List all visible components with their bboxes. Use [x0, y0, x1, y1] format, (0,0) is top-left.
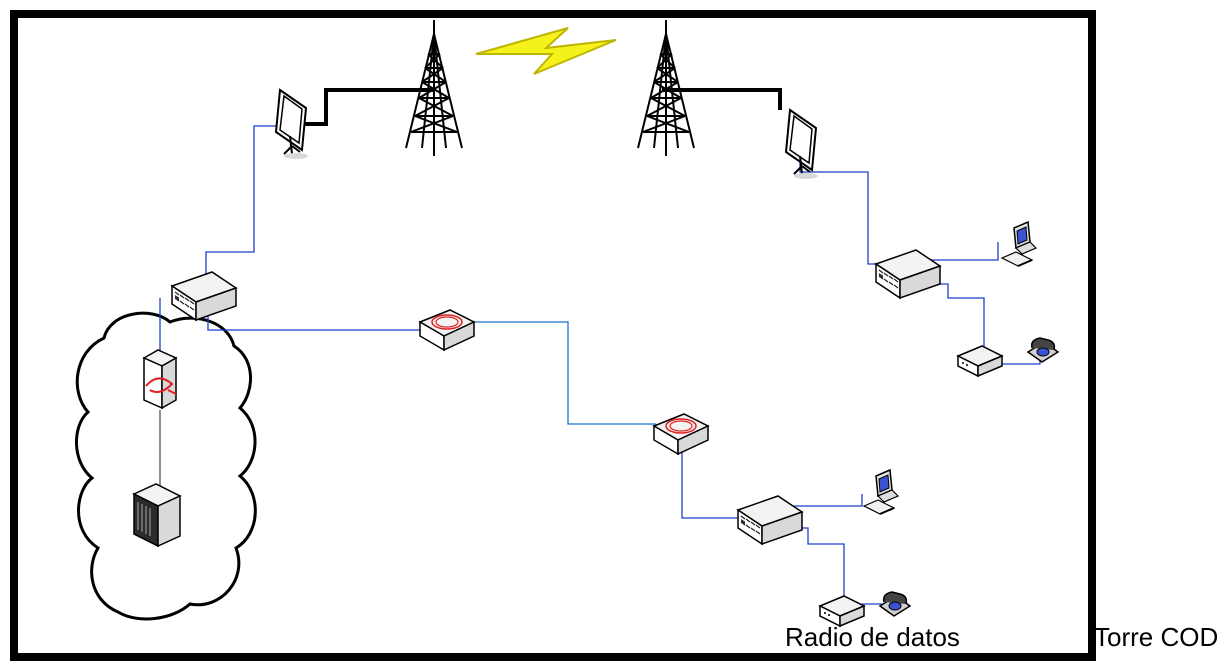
- cloud-icon: [75, 311, 257, 621]
- telephone-icon: [1027, 337, 1059, 363]
- backbone-link: [468, 321, 656, 425]
- router-icon: [419, 309, 475, 351]
- server-icon: [142, 349, 178, 410]
- mainframe-icon: [132, 483, 182, 548]
- radio-de-datos-label: Radio de datos: [785, 622, 960, 652]
- network-links: [159, 125, 1041, 605]
- network-hub-icon: [171, 271, 237, 321]
- computer-icon: [863, 469, 899, 515]
- antenna-feeder-left: [300, 88, 434, 126]
- telephone-icon: [879, 591, 911, 617]
- modem-icon: [957, 345, 1003, 377]
- lightning-icon: [475, 27, 617, 75]
- dish-antenna-icon: [785, 109, 819, 180]
- antenna-feeder-right: [662, 88, 782, 110]
- dish-antenna-icon: [275, 89, 309, 160]
- diagram-frame: [10, 10, 1096, 661]
- router-icon: [653, 413, 709, 455]
- torre-cod-label: Torre COD: [1094, 622, 1219, 652]
- computer-icon: [1001, 221, 1037, 267]
- network-hub-icon: [875, 249, 941, 299]
- network-hub-icon: [737, 495, 803, 545]
